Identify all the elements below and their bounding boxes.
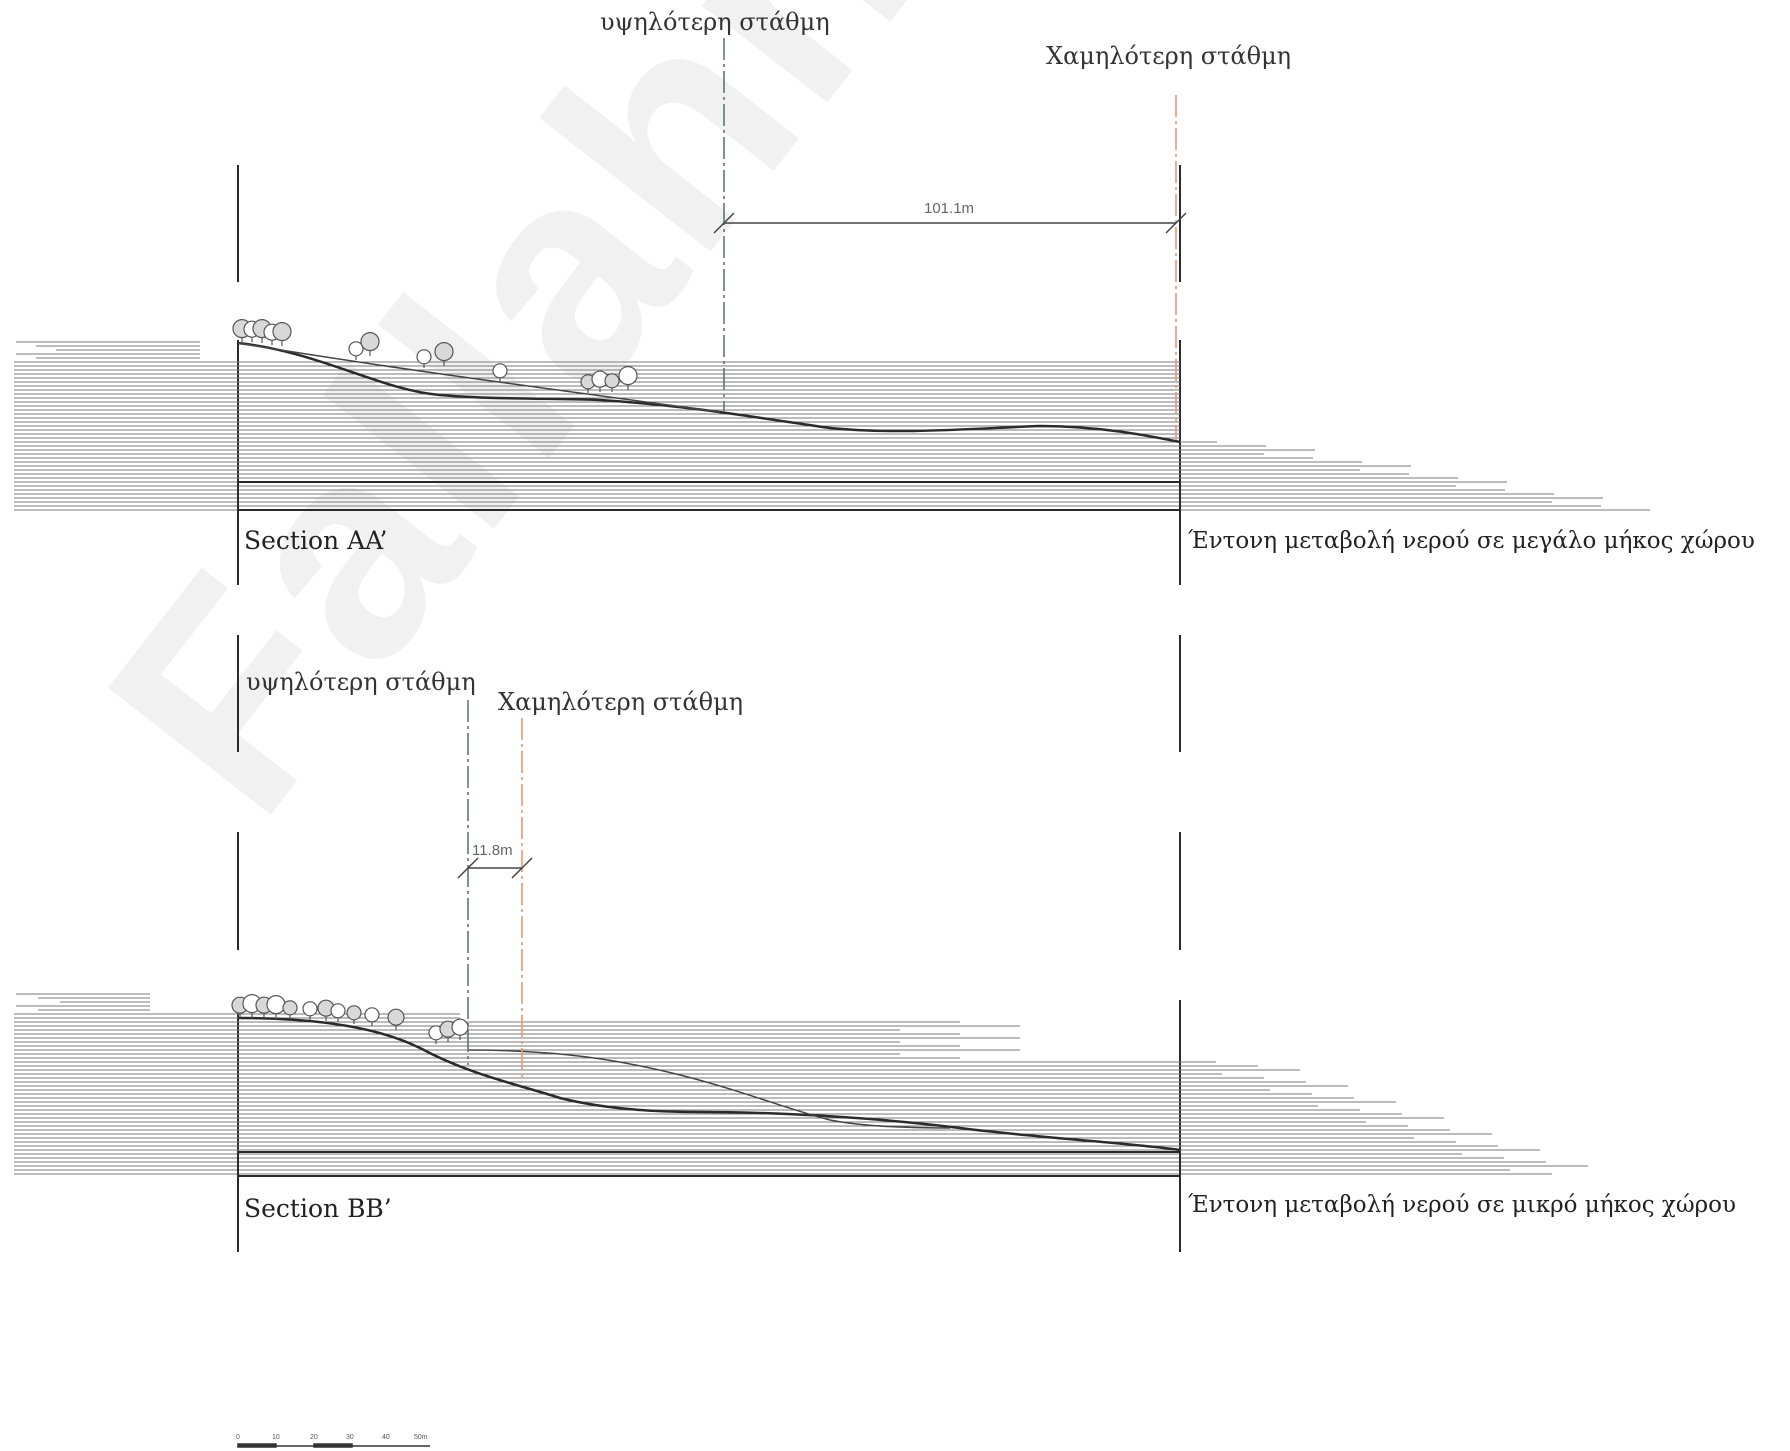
scale-bar	[237, 1443, 430, 1448]
section-bb-ground-band	[237, 1151, 1181, 1177]
section-aa-frame	[237, 165, 1181, 585]
tree-icon	[302, 1001, 318, 1020]
tree-icon	[434, 342, 454, 366]
scale-tick: 30	[346, 1434, 354, 1441]
tree-icon	[618, 366, 638, 390]
scale-tick: 40	[382, 1434, 390, 1441]
section-bb-upper-terrain-line	[467, 1049, 951, 1129]
tree-icon	[330, 1003, 346, 1022]
section-aa-distance-label: 101.1m	[924, 200, 975, 217]
section-aa-lower-level-label: Χαμηλότερη στάθμη	[1046, 42, 1292, 70]
section-bb-trees	[231, 993, 469, 1044]
tree-icon	[282, 1000, 298, 1019]
section-bb-terrain-line	[237, 1016, 1181, 1152]
tree-icon	[360, 332, 380, 356]
section-aa-note: Έντονη μεταβολή νερού σε μεγάλο μήκος χώ…	[1188, 528, 1755, 554]
section-bb-title: Section BB’	[244, 1194, 392, 1223]
section-bb-note: Έντονη μεταβολή νερού σε μικρό μήκος χώρ…	[1188, 1192, 1736, 1218]
section-aa-terrain-line	[237, 341, 1181, 444]
scale-tick: 10	[272, 1434, 280, 1441]
section-bb-dimension	[457, 857, 533, 879]
tree-icon	[266, 994, 286, 1019]
tree-icon	[348, 341, 364, 360]
section-bb-frame	[237, 635, 1181, 1252]
scale-tick: 50m	[414, 1434, 428, 1441]
section-bb-lower-level-label: Χαμηλότερη στάθμη	[498, 688, 744, 716]
tree-icon	[451, 1018, 469, 1040]
tree-icon	[387, 1008, 405, 1030]
tree-icon	[492, 363, 508, 382]
section-bb-distance-label: 11.8m	[472, 842, 513, 859]
scale-tick: 20	[310, 1434, 318, 1441]
section-aa-ground-band	[237, 481, 1181, 511]
section-aa-dimension	[713, 212, 1187, 234]
section-aa-title: Section AA’	[244, 526, 388, 555]
section-aa-higher-level-label: υψηλότερη στάθμη	[600, 8, 830, 36]
section-aa-ground-hatch	[14, 341, 1650, 511]
section-bb-ground-hatch	[14, 993, 1588, 1175]
section-bb-higher-level-label: υψηλότερη στάθμη	[246, 668, 476, 696]
tree-icon	[272, 322, 292, 346]
section-aa-upper-terrain-line	[237, 342, 721, 413]
tree-icon	[364, 1007, 380, 1026]
tree-icon	[346, 1005, 362, 1024]
scale-tick: 0	[236, 1434, 240, 1441]
tree-icon	[604, 373, 620, 392]
section-aa-trees	[232, 319, 638, 393]
tree-icon	[416, 349, 432, 368]
